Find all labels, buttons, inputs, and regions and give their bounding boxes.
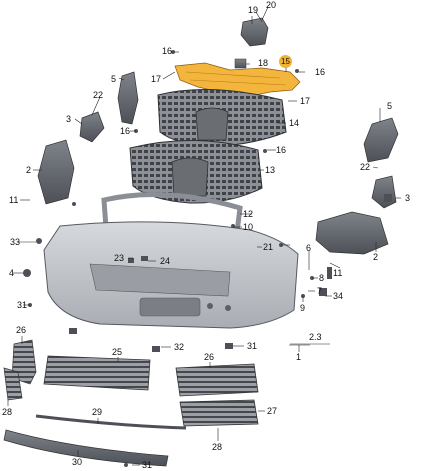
label-3: 3: [405, 193, 411, 203]
part-27-grille: [179, 399, 259, 427]
label-19: 19: [248, 5, 259, 15]
label-6: 6: [306, 243, 312, 253]
label-15-highlighted: 15: [279, 55, 292, 68]
label-2: 2: [26, 165, 32, 175]
label-28: 28: [2, 407, 13, 417]
label-27: 27: [267, 406, 278, 416]
label-8: 8: [319, 273, 325, 283]
label-32: 32: [174, 342, 185, 352]
label-16: 16: [120, 126, 131, 136]
part-5-right-bracket: [363, 117, 399, 163]
label-2-3: 2.3: [309, 332, 322, 342]
label-18: 18: [258, 58, 269, 68]
part-13-grille-frame: [129, 140, 263, 204]
part-25-center-lower-grille: [43, 355, 151, 391]
part-15-upper-support: [174, 62, 301, 98]
part-19-bracket: [240, 11, 269, 47]
label-13: 13: [265, 165, 276, 175]
label-17: 17: [300, 96, 311, 106]
label-20: 20: [266, 0, 277, 10]
label-33: 33: [10, 237, 21, 247]
part-22-left-guide: [79, 111, 105, 143]
label-5: 5: [387, 101, 393, 111]
label-4: 4: [9, 268, 15, 278]
part-26-right-lower-grille: [175, 363, 259, 397]
label-12: 12: [243, 209, 254, 219]
label-11: 11: [333, 268, 343, 278]
label-29: 29: [92, 407, 103, 417]
leader-lines: [7, 6, 401, 466]
label-5: 5: [111, 74, 117, 84]
part-3-right-guide: [371, 175, 397, 209]
label-25: 25: [112, 347, 123, 357]
part-1-bumper-cover: [43, 221, 299, 329]
part-30-spoiler: [3, 429, 169, 467]
label-31: 31: [247, 341, 258, 351]
label-14: 14: [289, 118, 300, 128]
part-28-left-trim: [3, 367, 23, 401]
label-1: 1: [296, 352, 302, 362]
label-7: 7: [317, 286, 323, 296]
label-26: 26: [204, 352, 215, 362]
label-24: 24: [160, 256, 171, 266]
label-21: 21: [263, 242, 274, 252]
part-18-clip: [234, 58, 247, 69]
label-34: 34: [333, 291, 344, 301]
label-28: 28: [212, 442, 223, 452]
label-17: 17: [151, 74, 162, 84]
label-31: 31: [142, 460, 153, 470]
part-2-left-side-bracket: [37, 139, 75, 205]
label-11: 11: [9, 195, 19, 205]
label-26: 26: [16, 325, 27, 335]
part-2-right-side-bracket: [315, 211, 389, 255]
label-16: 16: [315, 67, 326, 77]
label-16: 16: [162, 46, 173, 56]
label-9: 9: [300, 303, 306, 313]
label-2: 2: [373, 252, 379, 262]
label-30: 30: [72, 457, 83, 467]
label-10: 10: [243, 222, 254, 232]
label-31: 31: [17, 300, 28, 310]
part-14-grille: [157, 89, 287, 147]
label-22: 22: [360, 162, 371, 172]
fasteners: [23, 50, 392, 467]
label-23: 23: [114, 253, 125, 263]
label-3: 3: [66, 114, 72, 124]
label-16: 16: [276, 145, 287, 155]
label-22: 22: [93, 90, 104, 100]
part-5-left-bracket: [117, 71, 139, 125]
part-29-trim-strip: [35, 414, 187, 430]
